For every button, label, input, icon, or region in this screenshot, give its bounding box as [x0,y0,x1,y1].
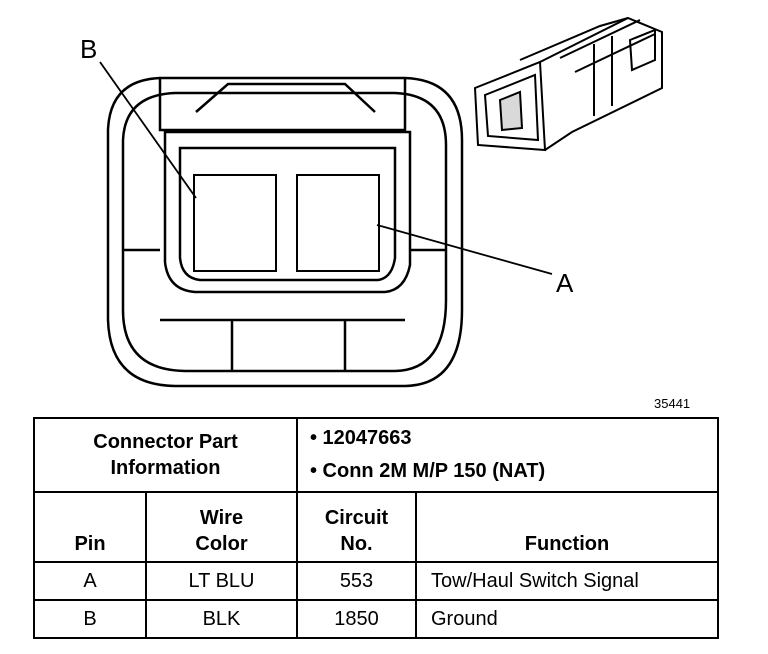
figure-number: 35441 [654,396,691,411]
connector-housing-outline [106,76,464,388]
connector-pinout-table: Connector Part Information • 12047663 • … [33,417,720,639]
pin-cell: B [33,599,147,639]
circuit-cell: 1850 [296,599,417,639]
col-pin-header: Pin [33,491,147,563]
part-number-bullet: • 12047663 [310,427,412,449]
callout-a-label: A [556,268,574,298]
connector-perspective-illustration [473,16,663,152]
pin-b-cavity [193,174,277,272]
col-wire-color-line2: Color [195,533,248,555]
col-function-label: Function [524,533,610,555]
function-cell: Tow/Haul Switch Signal [414,561,720,601]
connector-part-info-label: Connector Part Information [33,417,298,493]
connector-face-diagram: B A [80,16,663,388]
header-label-line2: Information [110,457,221,479]
wire-color-cell: BLK [145,599,298,639]
pin-a-cavity [296,174,380,272]
callout-b-label: B [80,34,97,64]
connector-latch [158,78,407,132]
col-circuit-line1: Circuit [324,507,389,529]
terminal-cavity-body [163,130,412,294]
connector-part-info-values: • 12047663 • Conn 2M M/P 150 (NAT) [295,417,720,493]
col-wire-color-header: Wire Color [145,491,298,563]
pin-cell: A [33,561,147,601]
connector-type-bullet: • Conn 2M M/P 150 (NAT) [310,460,546,482]
table-row: A LT BLU 553 Tow/Haul Switch Signal [33,561,720,601]
callout-a-leader [376,224,553,275]
callout-b-leader [99,61,197,199]
connector-info-row: Connector Part Information • 12047663 • … [33,417,720,493]
connector-seal-ring [121,91,448,373]
column-header-row: Pin Wire Color Circuit No. Function [33,491,720,563]
col-pin-label: Pin [74,533,106,555]
col-circuit-line2: No. [340,533,373,555]
function-cell: Ground [414,599,720,639]
wire-color-cell: LT BLU [145,561,298,601]
col-wire-color-line1: Wire [199,507,244,529]
table-row: B BLK 1850 Ground [33,599,720,639]
circuit-cell: 553 [296,561,417,601]
col-circuit-header: Circuit No. [296,491,417,563]
col-function-header: Function [414,491,720,563]
header-label-line1: Connector Part [93,431,238,453]
